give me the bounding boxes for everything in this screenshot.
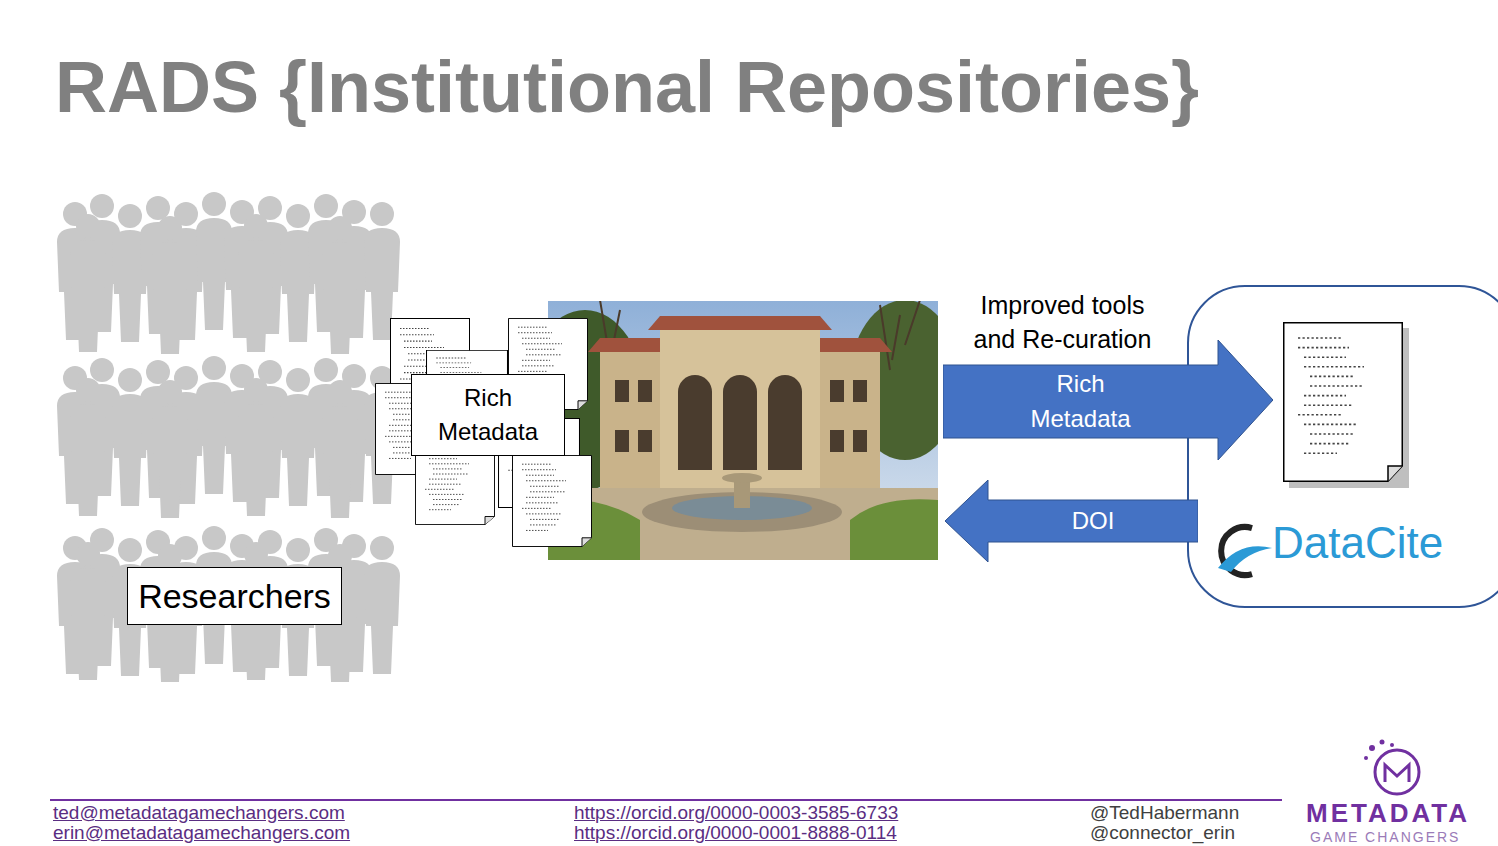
text-holder: DOI bbox=[988, 500, 1198, 542]
text-holder: Rich Metadata bbox=[412, 375, 564, 455]
orcid-link: https://orcid.org/0000-0001-8888-0114 bbox=[574, 823, 897, 843]
label-wrap: ted@metadatagamechangers.com bbox=[53, 803, 345, 823]
company-logo-icon bbox=[1364, 740, 1419, 795]
text-holder: Researchers bbox=[128, 568, 341, 624]
node-label: DataCite bbox=[1272, 517, 1443, 570]
label-wrap: @connector_erin bbox=[1090, 823, 1235, 843]
building-photo bbox=[548, 301, 938, 560]
arrow-note: Improved tools and Re-curation bbox=[960, 288, 1165, 356]
service-box: DataCite bbox=[1187, 285, 1498, 608]
label-wrap: https://orcid.org/0000-0003-3585-6733 bbox=[574, 803, 898, 823]
node-label: DOI bbox=[1072, 507, 1115, 536]
company-tagline: GAME CHANGERS bbox=[1310, 829, 1460, 845]
document-stack bbox=[376, 318, 592, 546]
text-holder: DataCite bbox=[1272, 517, 1443, 570]
social-handle: @connector_erin bbox=[1090, 823, 1235, 843]
label-wrap: Improved tools and Re-curation bbox=[960, 288, 1165, 356]
node-label: Rich Metadata bbox=[412, 381, 564, 448]
node-label: Rich Metadata bbox=[1016, 367, 1146, 437]
label-wrap: https://orcid.org/0000-0001-8888-0114 bbox=[574, 823, 897, 843]
block-arrow-right: Rich Metadata bbox=[943, 340, 1273, 460]
metadata-document bbox=[1284, 323, 1409, 488]
email-link: erin@metadatagamechangers.com bbox=[53, 823, 350, 843]
footer-rule bbox=[50, 799, 1282, 801]
email-link: ted@metadatagamechangers.com bbox=[53, 803, 345, 823]
label-wrap: @TedHabermann bbox=[1090, 803, 1239, 823]
title-wrap: RADS {Institutional Repositories} bbox=[55, 48, 1199, 127]
label-wrap: METADATA bbox=[1306, 798, 1470, 828]
social-handle: @TedHabermann bbox=[1090, 803, 1239, 823]
text-holder: Rich Metadata bbox=[943, 365, 1218, 438]
node-label: Researchers bbox=[138, 576, 331, 617]
label-wrap: GAME CHANGERS bbox=[1310, 828, 1460, 846]
block-arrow-left: DOI bbox=[945, 480, 1198, 562]
company-name: METADATA bbox=[1306, 798, 1470, 828]
block-arrow-shape bbox=[943, 340, 1273, 460]
orcid-link: https://orcid.org/0000-0003-3585-6733 bbox=[574, 803, 898, 823]
datacite-logo-mark bbox=[1218, 527, 1272, 575]
label-wrap: erin@metadatagamechangers.com bbox=[53, 823, 350, 843]
people-silhouettes bbox=[57, 192, 400, 682]
document-box: Rich Metadata bbox=[411, 374, 565, 456]
slide-title: RADS {Institutional Repositories} bbox=[55, 48, 1199, 127]
group-box: Researchers bbox=[127, 567, 342, 625]
block-arrow-shape bbox=[945, 480, 1198, 562]
